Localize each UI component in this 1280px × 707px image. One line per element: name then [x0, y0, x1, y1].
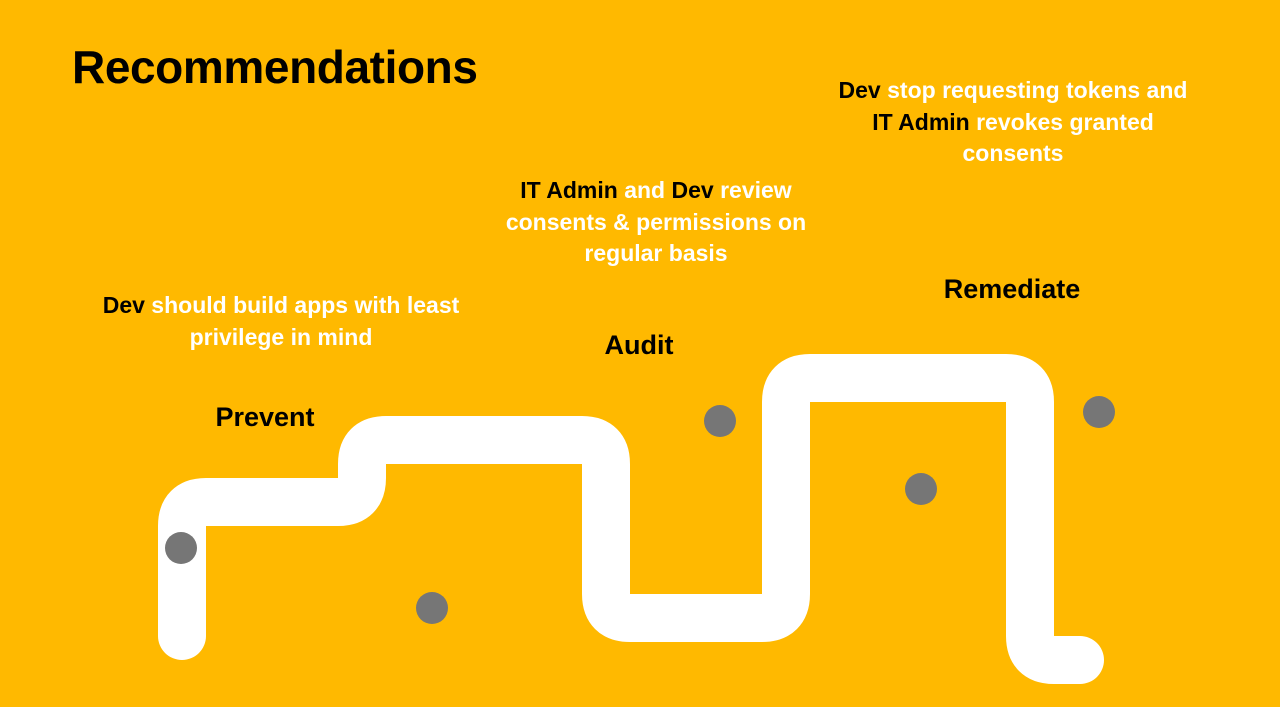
- emphasized-term: Dev: [102, 292, 145, 318]
- callout-text: revokes granted consents: [962, 108, 1154, 167]
- emphasized-term: IT Admin: [872, 108, 970, 135]
- emphasized-term: Dev: [671, 177, 714, 203]
- callout-prevent: Dev should build apps with least privile…: [101, 290, 461, 353]
- callout-text: stop requesting tokens and: [880, 77, 1188, 103]
- winding-ribbon-path: [158, 354, 1104, 684]
- callout-text: and: [617, 177, 672, 203]
- stage-label-audit: Audit: [604, 330, 674, 360]
- marker-prevent-start[interactable]: [165, 532, 197, 564]
- marker-prevent-end[interactable]: [416, 592, 448, 624]
- callout-remediate: Dev stop requesting tokens and IT Admin …: [838, 75, 1188, 170]
- emphasized-term: IT Admin: [520, 177, 618, 203]
- page-title: Recommendations: [72, 41, 478, 93]
- callout-audit: IT Admin and Dev review consents & permi…: [486, 175, 826, 270]
- marker-audit-end[interactable]: [905, 473, 937, 505]
- stage-label-prevent: Prevent: [215, 402, 315, 432]
- callout-text: should build apps with least privilege i…: [144, 292, 460, 350]
- stage-label-remediate: Remediate: [943, 274, 1081, 304]
- marker-audit-start[interactable]: [704, 405, 736, 437]
- callout-text: review consents & permissions on regular…: [505, 177, 807, 267]
- marker-remediate-end[interactable]: [1083, 396, 1115, 428]
- emphasized-term: Dev: [838, 77, 881, 103]
